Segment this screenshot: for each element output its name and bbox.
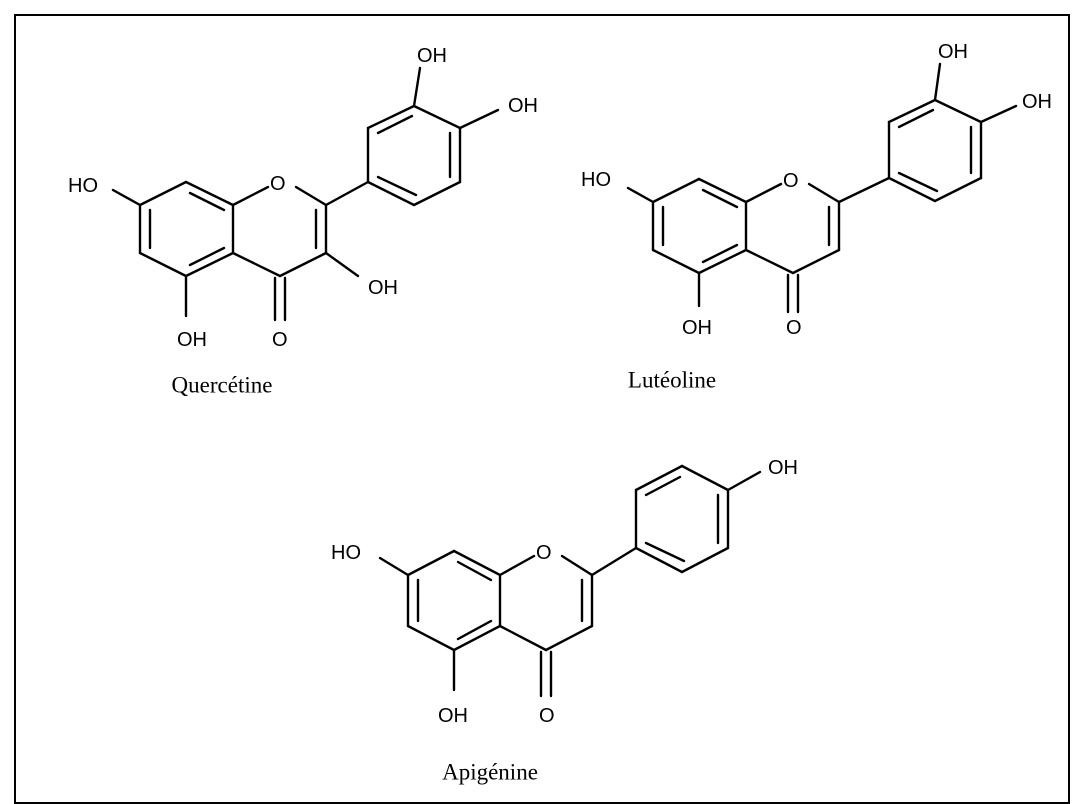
quercetine-carbonyl-oxygen-label: O (272, 329, 288, 351)
apigenine-ho-label: HO (331, 542, 361, 564)
apigenine-ring-oxygen-label: O (536, 542, 552, 564)
quercetine-oh-label-3p: OH (417, 45, 447, 67)
luteoline-carbonyl-oxygen-label: O (786, 317, 802, 339)
quercetine-name: Quercétine (172, 373, 273, 398)
molecule-apigenine: HO O OH O OH Apigénine (331, 457, 798, 785)
luteoline-bonds (626, 62, 1018, 314)
quercetine-ho-label: HO (68, 175, 98, 197)
molecule-quercetine: HO O OH O OH OH OH Quercétine (68, 45, 538, 398)
luteoline-oh-label-3p: OH (938, 41, 968, 63)
quercetine-oh-label-5: OH (177, 329, 207, 351)
quercetine-ring-oxygen-label: O (270, 173, 286, 195)
apigenine-bonds (378, 464, 762, 698)
apigenine-oh-label-5: OH (438, 705, 468, 727)
luteoline-ho-label: HO (581, 169, 611, 191)
quercetine-oh-label-3: OH (368, 277, 398, 299)
luteoline-oh-label-4p: OH (1022, 91, 1052, 113)
apigenine-carbonyl-oxygen-label: O (539, 705, 555, 727)
quercetine-oh-label-4p: OH (508, 95, 538, 117)
quercetine-bonds (111, 66, 500, 322)
luteoline-oh-label-5: OH (682, 317, 712, 339)
luteoline-ring-oxygen-label: O (783, 170, 799, 192)
apigenine-name: Apigénine (442, 760, 538, 785)
luteoline-name: Lutéoline (628, 368, 716, 393)
molecule-luteoline: HO O OH O OH OH Lutéoline (581, 41, 1052, 393)
apigenine-oh-label-4p: OH (768, 457, 798, 479)
